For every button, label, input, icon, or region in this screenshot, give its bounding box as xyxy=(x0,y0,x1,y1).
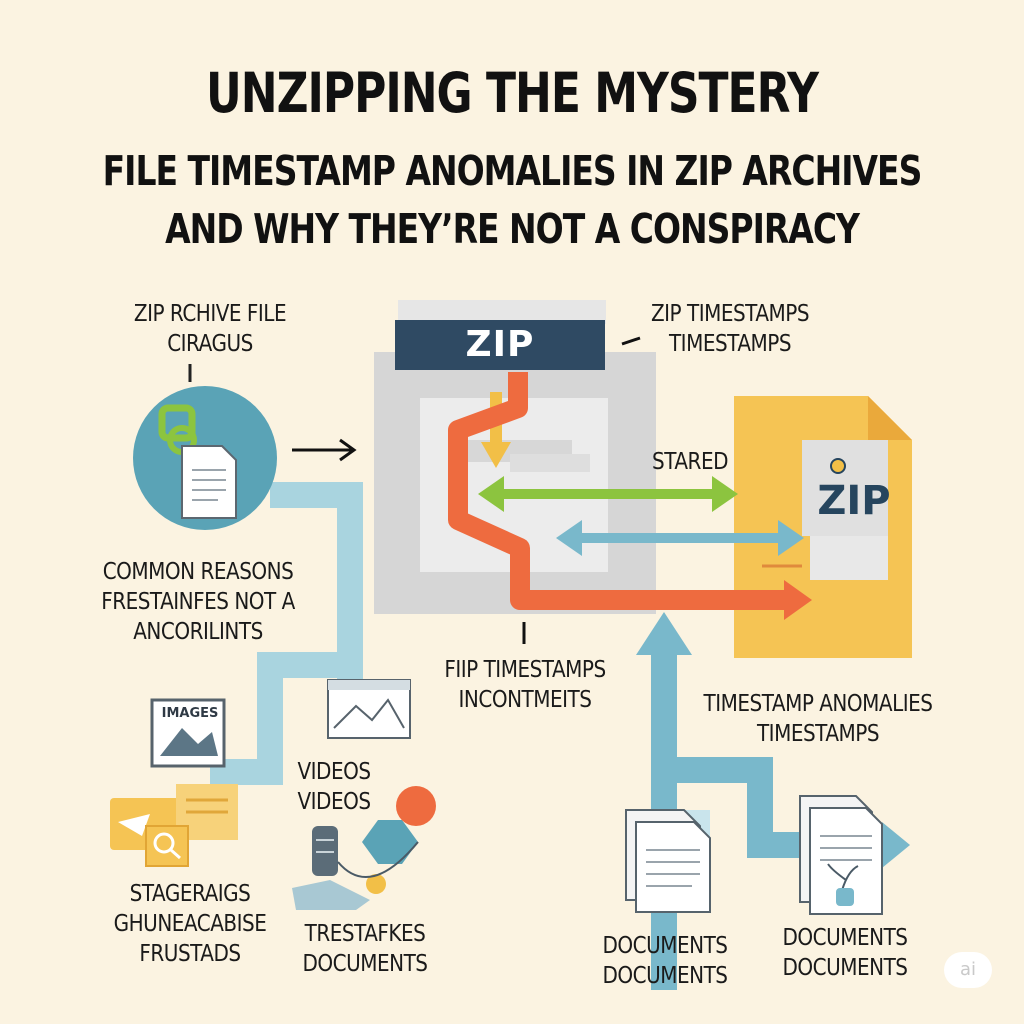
teal-arrowhead-left xyxy=(556,520,582,556)
label-zip-timestamps: ZIP TIMESTAMPS TIMESTAMPS xyxy=(650,299,810,357)
orange-arrowhead xyxy=(784,580,812,620)
teal-flow-path-left xyxy=(210,482,363,785)
label-trestafkes: TRESTAFKES DOCUMENTS xyxy=(302,919,428,977)
zip-archive-header: ZIP xyxy=(395,320,605,370)
label-fiip-timestamps: FIIP TIMESTAMPS INCONTMEITS xyxy=(444,655,606,713)
main-title: UNZIPPING THE MYSTERY xyxy=(206,62,819,126)
label-stared: STARED xyxy=(652,447,728,475)
scanner-icon xyxy=(292,880,370,910)
orange-flow-path xyxy=(448,372,790,610)
subtitle-line-1: FILE TIMESTAMP ANOMALIES IN ZIP ARCHIVES xyxy=(102,146,923,195)
orange-node-icon xyxy=(396,786,436,826)
images-card-label: IMAGES xyxy=(161,706,219,721)
label-stageraigs: STAGERAIGS GHUNEACABISE FRUSTADS xyxy=(113,879,267,967)
hexagon-icon xyxy=(362,820,418,864)
yellow-node-icon xyxy=(366,874,386,894)
green-arrowhead-left xyxy=(478,476,504,512)
zip-document-label: ZIP xyxy=(817,478,891,524)
teal-arrowhead-right xyxy=(778,520,804,556)
teal-up-arrowhead xyxy=(636,612,692,655)
label-timestamp-anomalies: TIMESTAMP ANOMALIES TIMESTAMPS xyxy=(703,689,933,747)
label-documents-right: DOCUMENTS DOCUMENTS xyxy=(782,923,908,981)
search-card-icon xyxy=(145,825,189,867)
label-zip-archive-file: ZIP RCHIVE FILE CIRAGUS xyxy=(133,299,287,357)
subtitle-line-2: AND WHY THEY’RE NOT A CONSPIRACY xyxy=(165,204,860,253)
teal-right-arrowhead xyxy=(882,822,910,868)
ai-watermark-badge: ai xyxy=(944,952,992,988)
yellow-down-arrowhead xyxy=(481,442,511,468)
label-documents-left: DOCUMENTS DOCUMENTS xyxy=(602,931,728,989)
file-icon xyxy=(181,445,237,519)
search-icon xyxy=(153,832,175,854)
label-common-reasons: COMMON REASONS FRESTAINFES NOT A ANCORIL… xyxy=(101,557,295,645)
lock-icon xyxy=(158,404,196,442)
green-arrowhead-right xyxy=(712,476,738,512)
label-videos: VIDEOS VIDEOS xyxy=(297,757,371,815)
